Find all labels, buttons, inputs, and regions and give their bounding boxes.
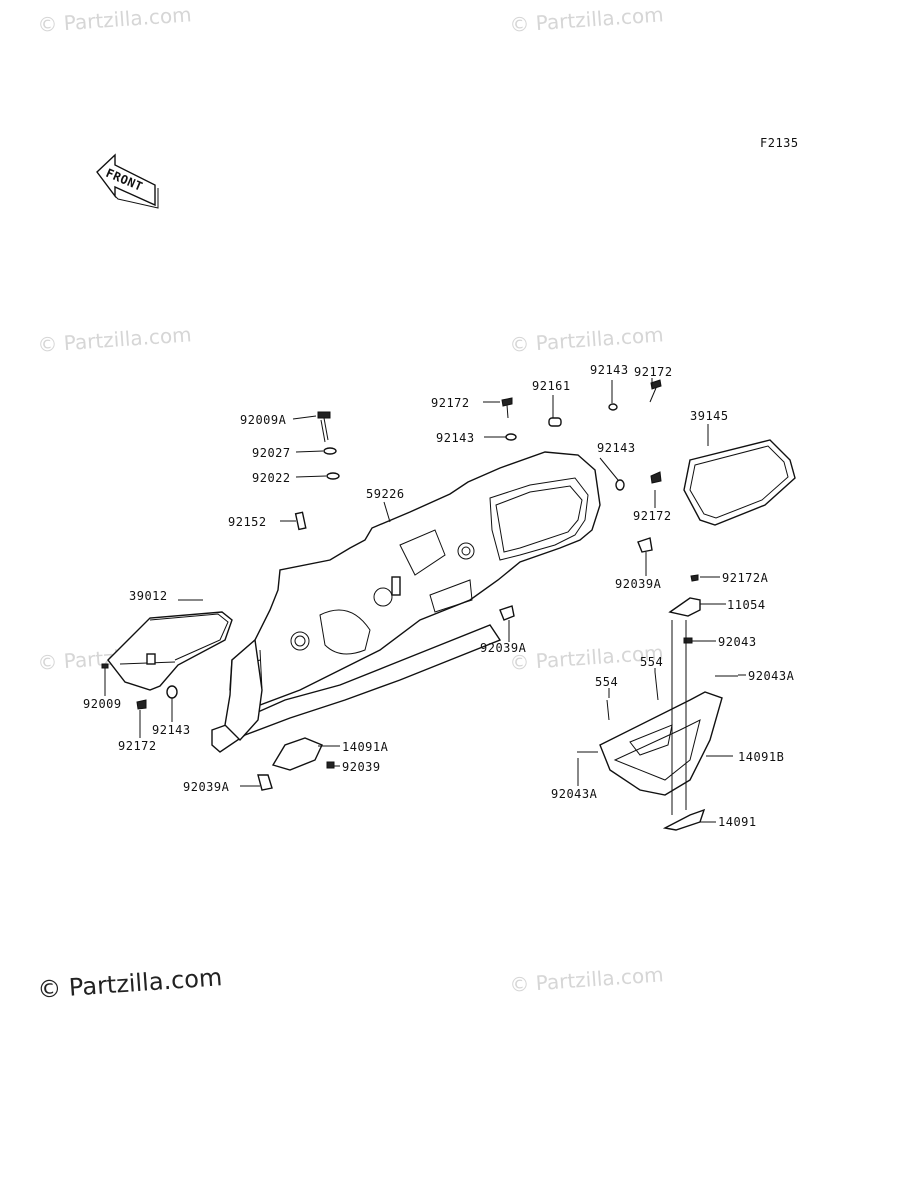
part-label: 92143 xyxy=(436,431,475,445)
figure-code: F2135 xyxy=(760,136,799,150)
part-label: 39145 xyxy=(690,409,729,423)
part-label: 92172 xyxy=(633,509,672,523)
part-label: 92039A xyxy=(480,641,527,655)
part-label: 554 xyxy=(595,675,618,689)
part-label: 92172 xyxy=(431,396,470,410)
part-label: 92143 xyxy=(590,363,629,377)
part-label: 92143 xyxy=(152,723,191,737)
watermark: © Partzilla.com xyxy=(37,322,193,357)
glovebox-lid-39012 xyxy=(107,611,233,691)
part-label: 92172A xyxy=(722,571,769,585)
part-label: 92022 xyxy=(252,471,291,485)
part-label: 92039 xyxy=(342,760,381,774)
watermark: © Partzilla.com xyxy=(509,322,665,357)
partzilla-copyright: © Partzilla.com xyxy=(36,963,223,1004)
part-label: 59226 xyxy=(366,487,405,501)
part-label: 14091 xyxy=(718,815,757,829)
part-label: 92039A xyxy=(183,780,230,794)
part-label: 92043A xyxy=(748,669,795,683)
watermark: © Partzilla.com xyxy=(509,2,665,37)
part-label: 39012 xyxy=(129,589,168,603)
part-label: 554 xyxy=(640,655,663,669)
leader-lines xyxy=(104,378,746,823)
part-label: 92143 xyxy=(597,441,636,455)
watermark: © Partzilla.com xyxy=(509,962,665,997)
lower-cover-14091B xyxy=(599,691,723,796)
part-label: 11054 xyxy=(727,598,766,612)
dash-panel-59226 xyxy=(229,451,601,706)
lower-frame xyxy=(211,624,502,753)
part-label: 92172 xyxy=(634,365,673,379)
part-label: 92039A xyxy=(615,577,662,591)
part-label: 14091B xyxy=(738,750,784,764)
part-label: 92027 xyxy=(252,446,291,460)
part-label: 92161 xyxy=(532,379,571,393)
part-labels: 92172 92143 92161 39145 92172 92143 9200… xyxy=(83,363,795,829)
gasket-39145 xyxy=(683,439,796,526)
part-label: 92009A xyxy=(240,413,287,427)
part-label: 92152 xyxy=(228,515,267,529)
watermark: © Partzilla.com xyxy=(37,2,193,37)
front-arrow-icon: FRONT xyxy=(96,153,159,209)
part-label: 14091A xyxy=(342,740,389,754)
part-label: 92009 xyxy=(83,697,122,711)
part-label: 92043 xyxy=(718,635,757,649)
fasteners xyxy=(101,379,738,831)
part-label: 92172 xyxy=(118,739,157,753)
part-label: 92043A xyxy=(551,787,598,801)
